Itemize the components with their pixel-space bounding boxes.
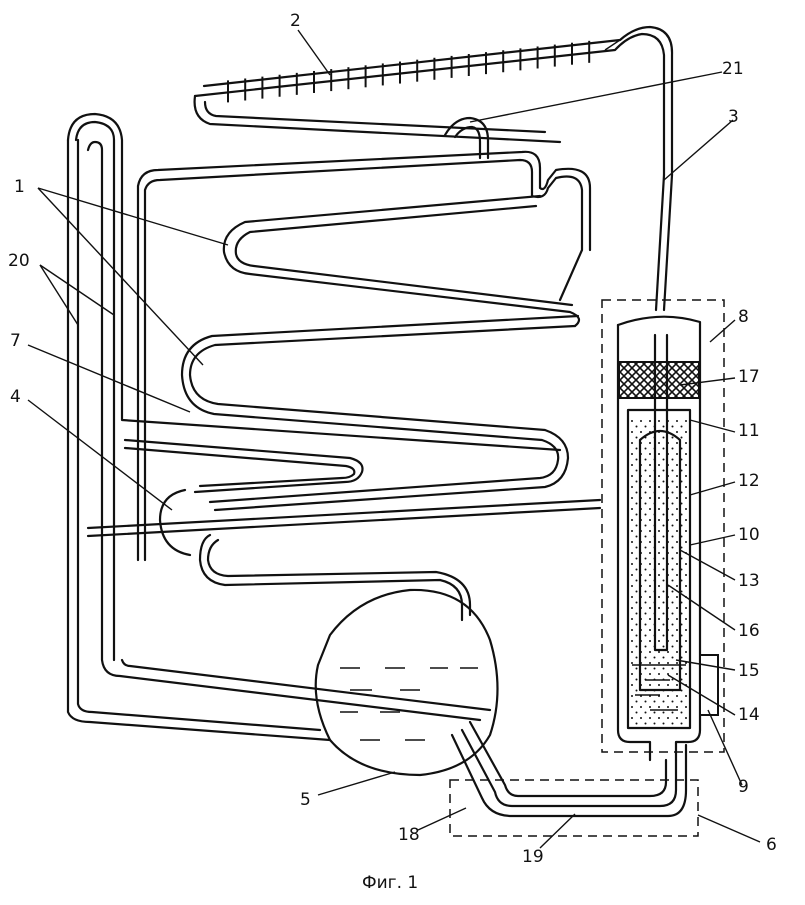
label-20: 20 bbox=[8, 251, 30, 271]
generator-zone bbox=[601, 299, 725, 753]
label-19: 19 bbox=[522, 847, 544, 867]
heater-element bbox=[699, 654, 719, 716]
label-8: 8 bbox=[738, 307, 749, 327]
label-3: 3 bbox=[728, 107, 739, 127]
rectifier-loop bbox=[443, 116, 490, 160]
figure-caption: Фиг. 1 bbox=[362, 873, 418, 893]
inlet-tube bbox=[86, 488, 602, 557]
evaporator-coil bbox=[123, 150, 592, 622]
label-14: 14 bbox=[738, 705, 760, 725]
riser-pipe bbox=[654, 173, 674, 312]
absorber-pipes bbox=[66, 112, 562, 742]
condenser-fins bbox=[227, 40, 591, 103]
label-16: 16 bbox=[738, 621, 760, 641]
label-7: 7 bbox=[10, 331, 21, 351]
label-11: 11 bbox=[738, 421, 760, 441]
label-21: 21 bbox=[722, 59, 744, 79]
label-6: 6 bbox=[766, 835, 777, 855]
label-18: 18 bbox=[398, 825, 420, 845]
label-10: 10 bbox=[738, 525, 760, 545]
condenser bbox=[193, 25, 674, 177]
liquid-line bbox=[450, 720, 688, 818]
reservoir-vessel bbox=[314, 588, 499, 777]
label-1: 1 bbox=[14, 177, 25, 197]
insulation-plug bbox=[618, 361, 700, 399]
label-9: 9 bbox=[738, 777, 749, 797]
leader-lines bbox=[27, 29, 761, 849]
label-13: 13 bbox=[738, 571, 760, 591]
part-labels: 2 21 3 1 20 7 4 8 17 11 12 10 13 16 15 1… bbox=[8, 11, 777, 867]
label-17: 17 bbox=[738, 367, 760, 387]
label-2: 2 bbox=[290, 11, 301, 31]
label-4: 4 bbox=[10, 387, 21, 407]
generator-vessel bbox=[616, 315, 719, 762]
label-12: 12 bbox=[738, 471, 760, 491]
label-5: 5 bbox=[300, 790, 311, 810]
heat-exchanger-zone bbox=[449, 779, 699, 837]
label-15: 15 bbox=[738, 661, 760, 681]
